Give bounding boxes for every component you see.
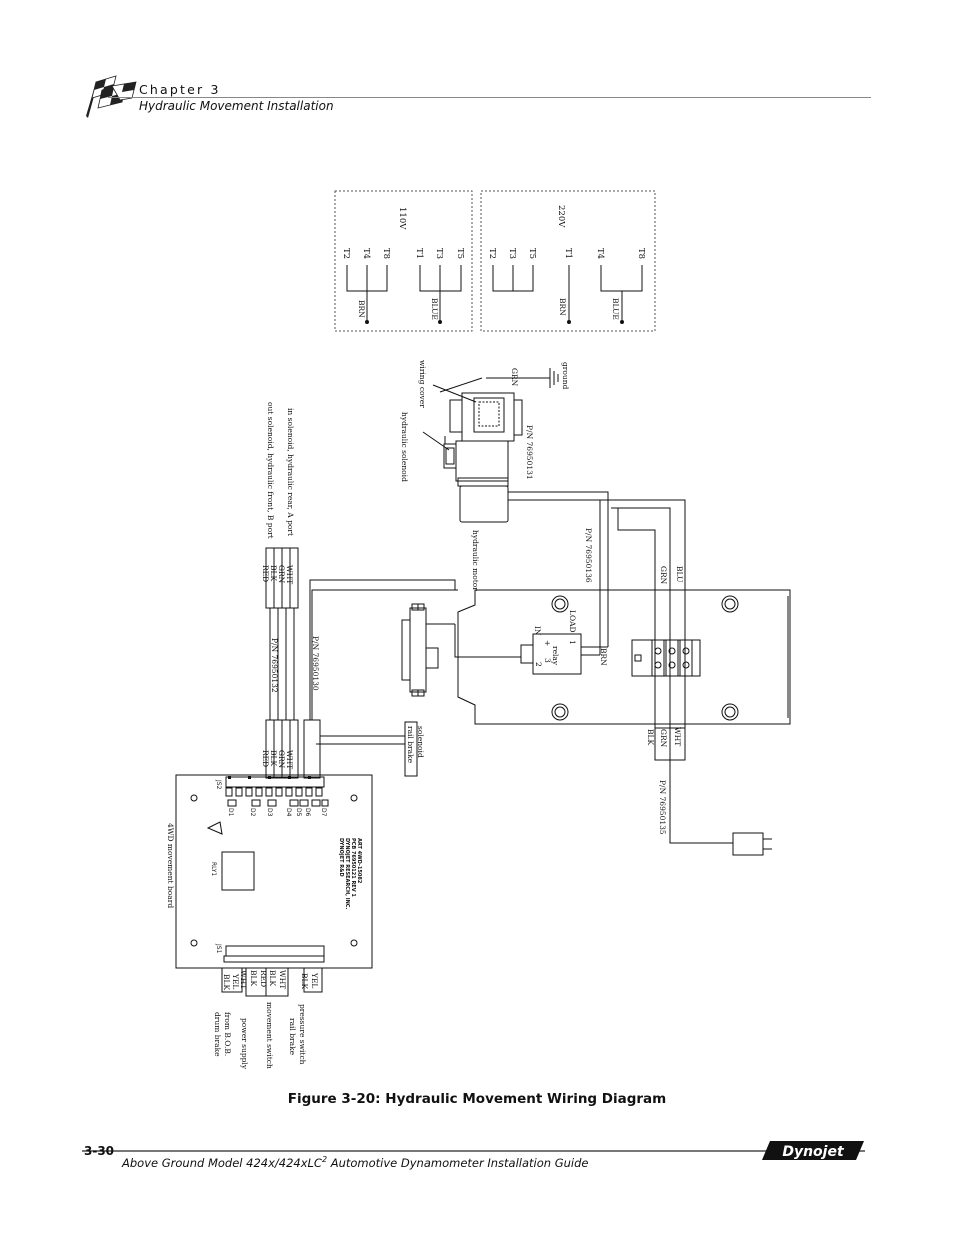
dynojet-logo-text: Dynojet [782,1144,845,1160]
checkered-flag-icon [86,75,137,118]
voltage-110-label: 110V [397,207,407,230]
ground-label: ground [561,362,570,390]
footer-title-rest: Automotive Dynamometer Installation Guid… [327,1155,589,1170]
relay-terminal-1: 1 [568,640,577,645]
relay-plus-label: + [543,640,552,646]
board-relay-label: RLY1 [210,862,217,876]
power-supply-wire-blk: BLK [249,970,258,986]
power-supply-label: power supply [240,1018,249,1070]
wire-blue-110: BLUE [430,298,439,320]
terminal-t2-110: T2 [341,248,351,259]
relay-terminal-2: 2 [534,662,543,667]
footer-title-sup: 2 [321,1155,328,1164]
hydraulic-solenoid-label: hydraulic solenoid [400,412,409,482]
terminal-t5-220: T5 [527,248,537,259]
relay-terminal-3: 3 [543,658,552,663]
board-company-line-4: ART 4WD-15082 [356,838,362,884]
board-name-label: 4WD movement board [166,823,175,908]
board-wire-blk: BLK [269,750,278,766]
page-number: 3-30 [84,1144,115,1158]
terminal-t3-110: T3 [434,248,444,259]
power-wire-blk: BLK [646,729,655,745]
footer-rule [82,1150,865,1152]
footer-title: Above Ground Model 424x/424xLC2 Automoti… [122,1155,588,1170]
dynojet-logo: Dynojet [762,1141,864,1160]
board-wire-wht: WHT [285,750,294,769]
motor-part-number: P/N 76950131 [525,425,534,480]
board-led-d6: D6 [304,808,311,817]
header-rule [108,97,871,98]
relay-in-label: IN [533,626,542,636]
board-led-d3: D3 [266,808,273,817]
terminal-t1-110: T1 [414,248,424,259]
board-led-d2: D2 [249,808,256,817]
hydraulic-motor-label: hydraulic motor [471,530,480,591]
drum-brake-wire-yel: YEL [231,973,240,989]
terminal-t4-220: T4 [595,248,605,259]
board-connector-top: JS2 [215,779,222,790]
board-connector-bottom: JS1 [215,943,222,954]
relay-load-label: LOAD [568,610,577,633]
terminal-t1-220: T1 [563,248,573,259]
solenoid-wire-grn: GRN [277,565,286,584]
power-wire-wht: WHT [673,727,682,746]
solenoid-wire-wht: WHT [285,565,294,584]
solenoid-wire-red: RED [261,565,270,582]
board-led-d4: D4 [285,808,292,817]
relay-cable-part-number: P/N 76950136 [584,528,593,583]
solenoid-wire-blk: BLK [269,565,278,581]
voltage-box-220 [480,190,656,332]
in-solenoid-label: in solenoid, hydraulic rear, A port [286,408,295,536]
rail-cable-part-number: P/N 76950130 [311,636,320,691]
board-company-line-1: DYNOJET R&D [338,838,344,877]
board-led-d1: D1 [227,808,234,817]
figure-caption: Figure 3-20: Hydraulic Movement Wiring D… [287,1091,667,1107]
relay-cable-brn: BRN [599,648,608,666]
movement-switch-wire-red: RED [259,970,268,987]
board-led-d5: D5 [295,808,302,817]
rail-brake-wire-blk: BLK [300,973,309,989]
movement-switch-label: movement switch [265,1002,274,1069]
terminal-t4-110: T4 [361,248,371,259]
board-wire-grn: GRN [277,750,286,769]
movement-switch-wire-wht: WHT [278,970,287,989]
relay-label: relay [551,646,560,666]
terminal-t2-220: T2 [487,248,497,259]
terminal-t8-220: T8 [636,248,646,259]
wire-brn-220: BRN [558,298,567,316]
board-company-line-3: PCB 76950121 REV 1 [350,838,356,897]
rail-brake-label-line1: rail brake [288,1018,297,1056]
drum-brake-label-line1: drum brake [213,1012,222,1057]
solenoid-cable-part-number: P/N 76950132 [270,638,279,693]
power-cable-part-number: P/N 76950135 [658,780,667,835]
motor-cable-blu: BLU [675,566,684,582]
movement-switch-wire-blk: BLK [268,970,277,986]
rail-brake-solenoid-label-line2: solenoid [416,726,425,758]
voltage-220-label: 220V [556,205,566,228]
board-wire-red: RED [261,750,270,767]
power-supply-wire-wht: WHT [239,970,248,989]
drum-brake-label-line2: from B.O.B. [223,1012,232,1056]
wire-blue-220: BLUE [611,298,620,320]
terminal-t5-110: T5 [455,248,465,259]
power-wire-grn: GRN [659,729,668,748]
drum-brake-wire-blk: BLK [222,974,231,990]
motor-cable-grn: GRN [659,566,668,585]
footer-title-main: Above Ground Model 424x/424xLC [122,1155,322,1170]
chapter-title: Hydraulic Movement Installation [139,99,334,113]
rail-brake-solenoid-label-line1: rail brake [406,726,415,764]
terminal-t8-110: T8 [381,248,391,259]
ground-wire-grn-label: GRN [510,368,519,387]
terminal-t3-220: T3 [507,248,517,259]
wire-brn-110: BRN [357,300,366,318]
rail-brake-wire-yel: YEL [310,972,319,988]
rail-brake-label-line2: pressure switch [298,1004,307,1065]
board-company-line-2: DYNOJET RESEARCH, INC. [344,838,350,909]
board-led-d7: D7 [320,808,327,817]
chapter-label: Chapter 3 [139,82,221,97]
voltage-box-110 [334,190,473,332]
out-solenoid-label: out solenoid, hydraulic front, B port [266,402,275,539]
wiring-cover-label: wiring cover [418,360,427,408]
